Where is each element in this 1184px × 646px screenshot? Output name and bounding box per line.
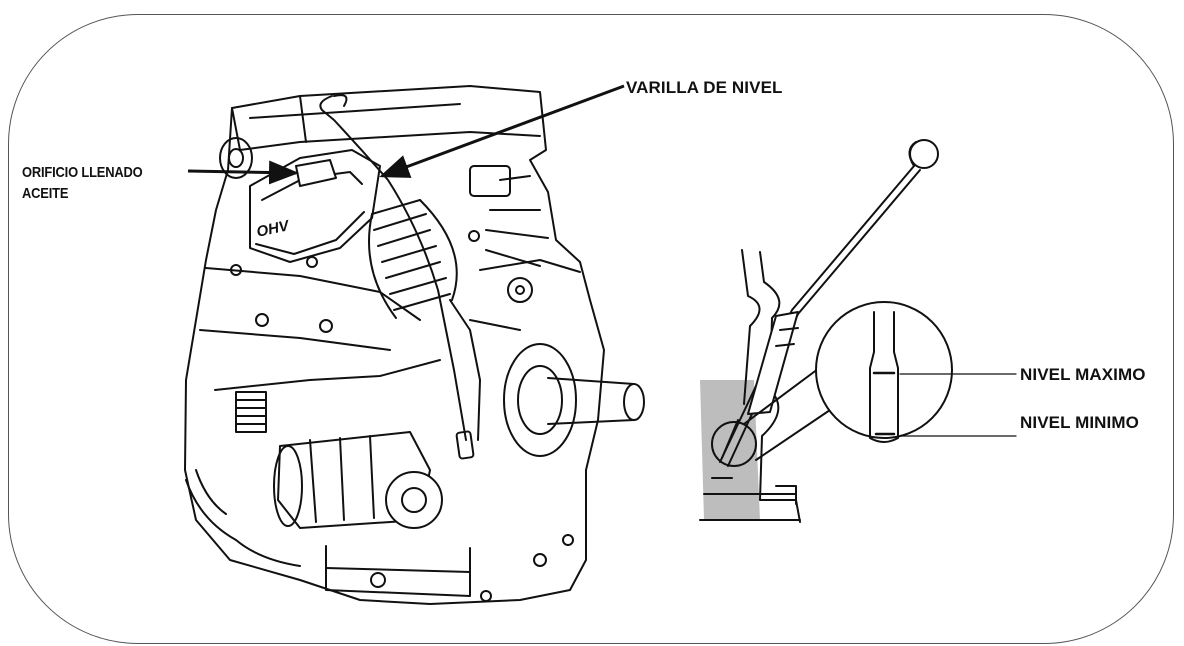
ohv-marking: OHV — [255, 217, 292, 241]
oil-fill-label-line2: ACEITE — [22, 185, 69, 202]
oil-fill-arrow — [187, 160, 299, 185]
oil-fill-label: ORIFICIO LLENADO ACEITE — [22, 162, 143, 204]
dipstick-arrow — [379, 84, 625, 178]
dipstick-detail — [699, 139, 1017, 523]
rounded-frame — [8, 14, 1174, 644]
max-level-label: NIVEL MAXIMO — [1020, 365, 1146, 384]
oil-fill-label-line1: ORIFICIO LLENADO — [22, 164, 143, 181]
min-level-label: NIVEL MINIMO — [1020, 413, 1139, 432]
dipstick-label: VARILLA DE NIVEL — [626, 78, 783, 97]
